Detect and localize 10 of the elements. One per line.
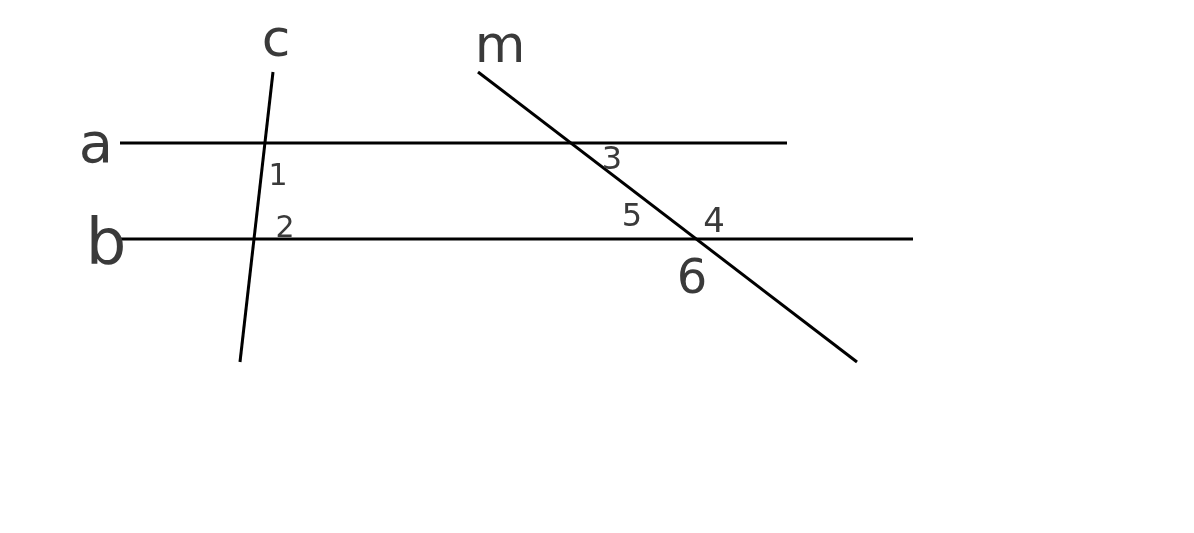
line-name-label: b: [85, 210, 127, 274]
angle-number: 3: [601, 142, 623, 174]
angle-number: 5: [621, 199, 643, 231]
line-name-label: m: [474, 18, 526, 70]
line-name-label: a: [78, 115, 114, 171]
angle-number: 1: [268, 160, 288, 190]
angle-number: 6: [676, 252, 708, 300]
line-name-label: c: [261, 12, 291, 64]
angle-number: 4: [703, 203, 725, 237]
angle-number: 2: [275, 212, 295, 242]
